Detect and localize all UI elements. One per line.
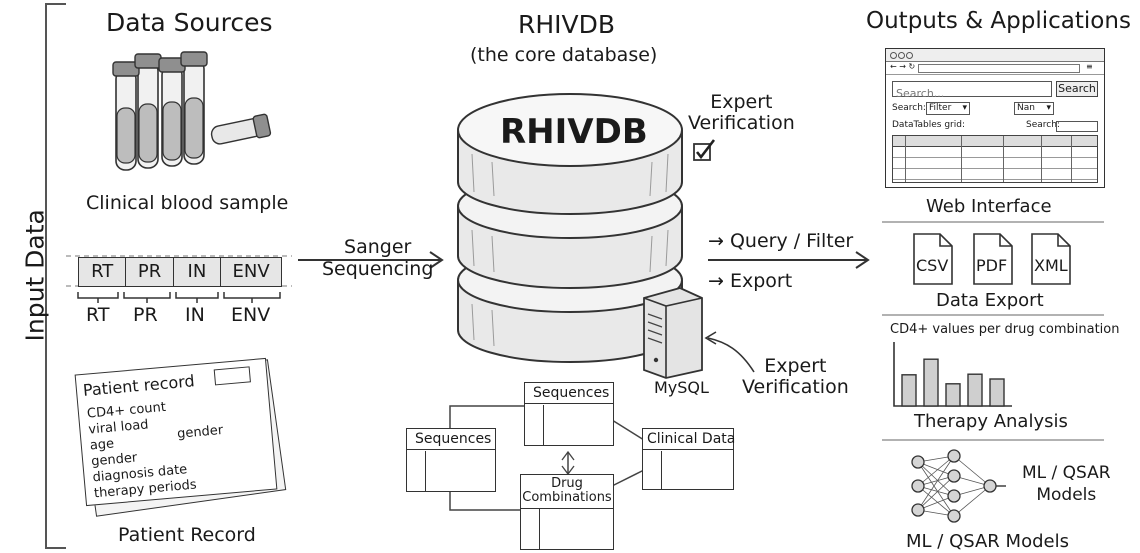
- web-search-button[interactable]: Search: [1056, 81, 1098, 97]
- browser-window: ← → ↻ ≡ Search... Search Search: Filter ▾…: [885, 48, 1105, 188]
- export-label: → Export: [708, 270, 793, 292]
- verification-line: Verification: [742, 376, 849, 398]
- grid-search-input[interactable]: [1056, 121, 1098, 132]
- data-export-caption: Data Export: [936, 290, 1044, 311]
- patient-card-title: Patient record: [82, 371, 196, 400]
- pdf-file-icon: PDF: [976, 256, 1008, 275]
- expert-line: Expert: [764, 355, 827, 377]
- expert-verification-bottom: Expert Verification: [742, 356, 849, 398]
- chart-bar: [901, 374, 917, 407]
- therapy-chart-title: CD4+ values per drug combination: [890, 322, 1120, 337]
- chart-bar: [945, 383, 961, 407]
- sanger-line: Sanger: [344, 236, 412, 258]
- patient-record-card: Patient record CD4+ count viral load gen…: [74, 357, 278, 507]
- mysql-label: MySQL: [654, 378, 709, 397]
- db-label: RHIVDB: [500, 112, 648, 152]
- grid-header: [893, 136, 1097, 147]
- window-dot-icon: [890, 52, 897, 59]
- patient-field: gender: [176, 422, 224, 442]
- window-dot-icon: [906, 52, 913, 59]
- database-cylinder-icon: [457, 93, 683, 363]
- sanger-sequencing-label: Sanger Sequencing: [322, 236, 433, 280]
- filter-value: Filter: [929, 103, 952, 113]
- ml-caption: ML / QSAR Models: [906, 531, 1069, 552]
- schema-table-title: Sequences: [407, 429, 495, 450]
- browser-address-row: ← → ↻ ≡: [886, 62, 1104, 75]
- chart-bar: [967, 373, 983, 407]
- browser-titlebar: [886, 49, 1104, 62]
- outputs-heading: Outputs & Applications: [866, 8, 1131, 34]
- nan-value: Nan: [1017, 103, 1035, 113]
- therapy-analysis-caption: Therapy Analysis: [914, 411, 1068, 432]
- sequencing-line: Sequencing: [322, 258, 434, 280]
- chart-bar: [923, 358, 939, 407]
- menu-icon[interactable]: ≡: [1086, 62, 1093, 71]
- models-line: Models: [1036, 485, 1097, 505]
- data-grid[interactable]: [892, 135, 1098, 183]
- neural-network-icon: [911, 449, 1006, 523]
- chevron-down-icon: ▾: [1046, 103, 1051, 113]
- gene-label: IN: [185, 304, 205, 326]
- gene-label: PR: [133, 304, 158, 326]
- gene-label: RT: [86, 304, 110, 326]
- chart-bar: [989, 378, 1005, 407]
- grid-search-label: Search:: [1026, 120, 1060, 130]
- nav-arrows-icon[interactable]: ← → ↻: [890, 62, 916, 71]
- ml-side-label: ML / QSAR Models: [1022, 462, 1111, 506]
- web-search-input[interactable]: Search...: [892, 81, 1052, 100]
- therapy-bar-chart: [893, 342, 1012, 407]
- checkbox-checked-icon: [693, 139, 716, 161]
- photo-placeholder: [213, 366, 251, 386]
- expert-line: Expert: [710, 91, 773, 113]
- address-bar[interactable]: [918, 64, 1080, 73]
- file-icons: [913, 233, 1071, 285]
- core-heading: RHIVDB: [518, 10, 616, 39]
- schema-table-title: Sequences: [525, 383, 613, 404]
- schema-table-drug: Drug Combinations: [520, 474, 614, 550]
- core-subheading: (the core database): [470, 44, 658, 66]
- xml-file-icon: XML: [1034, 256, 1068, 275]
- filter-select[interactable]: Filter ▾: [926, 102, 970, 115]
- schema-table-title: Drug Combinations: [521, 475, 613, 509]
- drug-line: Drug: [551, 476, 583, 491]
- nan-select[interactable]: Nan ▾: [1014, 102, 1054, 115]
- patient-record-caption: Patient Record: [118, 524, 256, 546]
- patient-field: age: [89, 436, 115, 454]
- schema-table-title: Clinical Data: [643, 429, 735, 450]
- gene-segment: IN: [173, 258, 222, 286]
- blood-sample-caption: Clinical blood sample: [86, 192, 289, 214]
- server-tower-icon: [643, 287, 703, 379]
- schema-table-sequences-left: Sequences: [406, 428, 496, 492]
- web-interface-caption: Web Interface: [926, 196, 1052, 217]
- chevron-down-icon: ▾: [962, 103, 967, 113]
- csv-file-icon: CSV: [916, 256, 949, 275]
- gene-label: ENV: [231, 304, 271, 326]
- ml-line: ML / QSAR: [1022, 463, 1111, 483]
- search-placeholder: Search...: [896, 87, 945, 100]
- input-data-label: Input Data: [20, 209, 50, 342]
- query-filter-label: → Query / Filter: [708, 230, 854, 252]
- combinations-line: Combinations: [522, 490, 612, 505]
- data-sources-heading: Data Sources: [106, 8, 273, 37]
- gene-segment: ENV: [221, 258, 282, 286]
- gene-segment: RT: [79, 258, 127, 286]
- gene-segments: RT PR IN ENV: [78, 257, 282, 287]
- gene-segment: PR: [126, 258, 174, 286]
- expert-verification-top: Expert Verification: [688, 92, 795, 134]
- window-dot-icon: [898, 52, 905, 59]
- schema-table-clinical: Clinical Data: [642, 428, 735, 490]
- schema-table-sequences-top: Sequences: [524, 382, 614, 446]
- search-label: Search:: [892, 103, 926, 113]
- blood-tubes-icon: [112, 51, 272, 171]
- verification-line: Verification: [688, 112, 795, 134]
- grid-label: DataTables grid:: [892, 120, 965, 130]
